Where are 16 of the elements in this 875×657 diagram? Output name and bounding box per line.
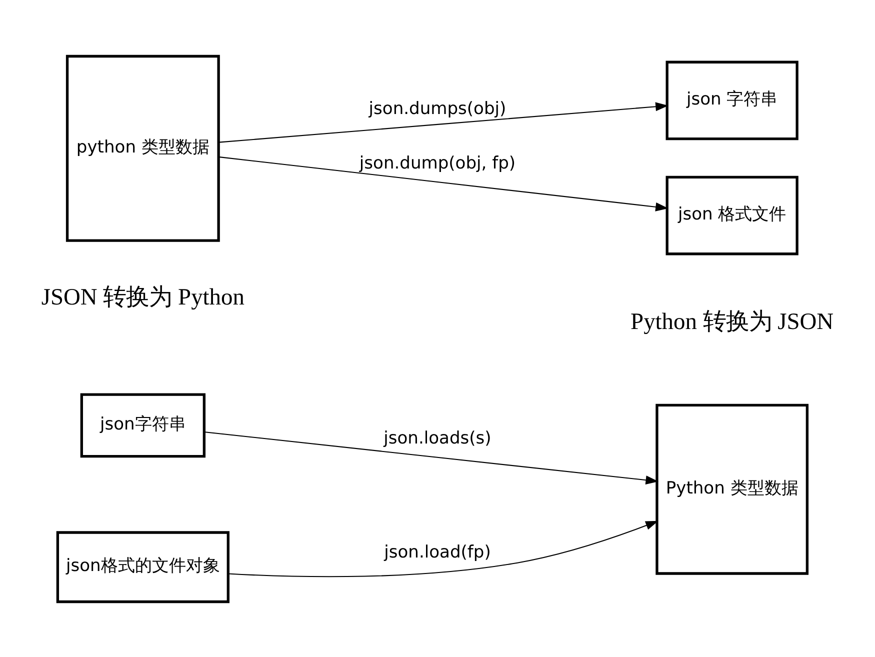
arrow bbox=[218, 102, 668, 142]
arrow bbox=[228, 520, 658, 577]
node-box: json 格式文件 bbox=[666, 175, 798, 255]
arrow bbox=[204, 430, 659, 484]
node-box: Python 类型数据 bbox=[656, 403, 809, 574]
node-box: python 类型数据 bbox=[66, 54, 220, 242]
arrow bbox=[218, 156, 668, 211]
node-box: json字符串 bbox=[80, 392, 206, 458]
node-box: json格式的文件对象 bbox=[56, 530, 230, 603]
node-box: json 字符串 bbox=[666, 60, 798, 140]
edge-label: json.load(fp) bbox=[384, 542, 491, 562]
label: Python 转换为 JSON bbox=[630, 308, 834, 335]
label: JSON 转换为 Python bbox=[41, 284, 244, 310]
edge-label: json.dump(obj, fp) bbox=[359, 152, 516, 173]
edge-label: json.dumps(obj) bbox=[368, 98, 506, 119]
edge-label: json.loads(s) bbox=[384, 428, 492, 448]
